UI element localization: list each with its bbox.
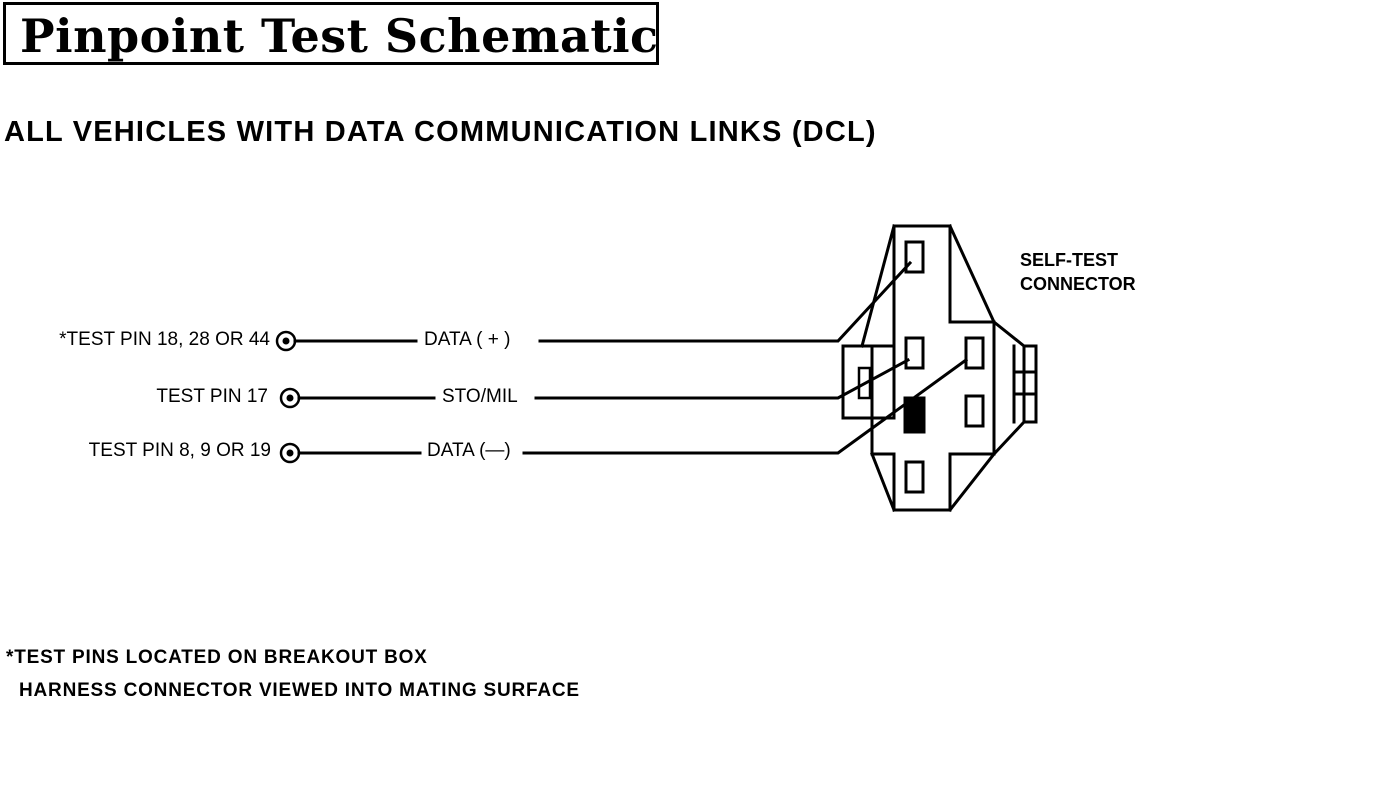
test-pin-jack-1 bbox=[275, 330, 297, 352]
connector-cavity-2 bbox=[904, 336, 925, 370]
wire-label-data-plus: DATA ( + ) bbox=[424, 329, 511, 350]
connector-cavity-4 bbox=[964, 394, 985, 428]
test-pin-label-sto-mil: TEST PIN 17 bbox=[156, 386, 268, 407]
test-pin-label-data-plus: *TEST PIN 18, 28 OR 44 bbox=[59, 329, 270, 350]
connector-cavity-1 bbox=[904, 240, 925, 274]
wire-data-plus-right bbox=[538, 260, 913, 343]
page-title: Pinpoint Test Schematic bbox=[20, 9, 659, 63]
connector-label-line2: CONNECTOR bbox=[1020, 274, 1136, 294]
wire-label-data-minus: DATA (—) bbox=[427, 440, 511, 461]
wire-label-sto-mil: STO/MIL bbox=[442, 386, 518, 407]
page-subtitle: ALL VEHICLES WITH DATA COMMUNICATION LIN… bbox=[4, 116, 877, 148]
connector-label-line1: SELF-TEST bbox=[1020, 250, 1118, 270]
wire-sto-mil-right bbox=[534, 357, 911, 400]
test-pin-jack-2 bbox=[279, 387, 301, 409]
test-pin-jack-3 bbox=[279, 442, 301, 464]
test-pin-label-data-minus: TEST PIN 8, 9 OR 19 bbox=[88, 440, 271, 461]
note-line1: *TEST PINS LOCATED ON BREAKOUT BOX bbox=[6, 647, 428, 668]
title-box: Pinpoint Test Schematic bbox=[3, 2, 659, 65]
connector-cavity-3 bbox=[964, 336, 985, 370]
note-line2: HARNESS CONNECTOR VIEWED INTO MATING SUR… bbox=[19, 680, 580, 701]
self-test-connector bbox=[841, 224, 1038, 513]
connector-cavity-filled bbox=[903, 396, 926, 434]
connector-cavity-5 bbox=[904, 460, 925, 494]
wire-data-minus-right bbox=[522, 357, 969, 455]
